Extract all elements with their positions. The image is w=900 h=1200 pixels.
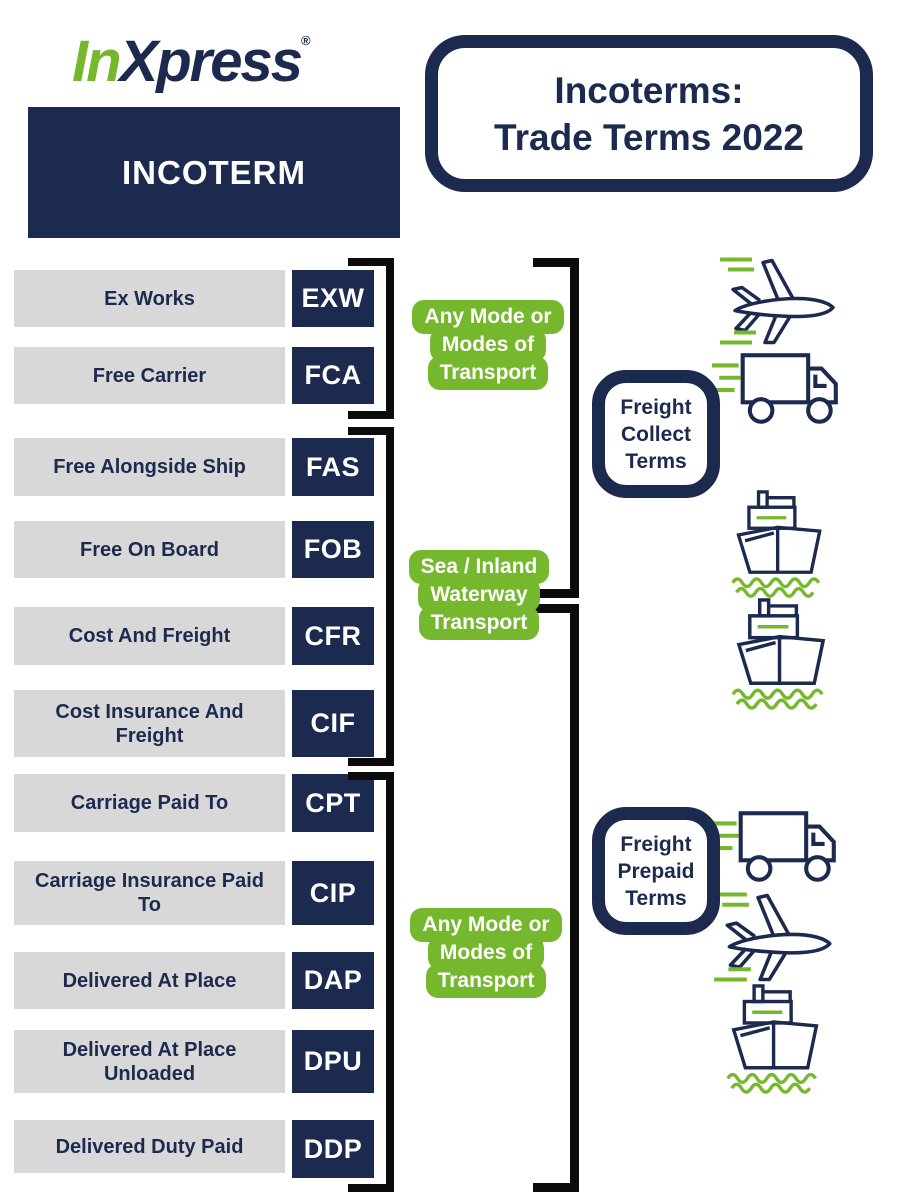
term-name-fob: Free On Board (14, 521, 285, 578)
term-code-ddp: DDP (292, 1120, 374, 1178)
term-code-exw: EXW (292, 270, 374, 327)
mode-label-sea-inland: Sea / Inland Waterway Transport (398, 550, 560, 640)
term-name-cip: Carriage Insurance Paid To (14, 861, 285, 925)
bracket-group-any-mode-1 (348, 258, 394, 419)
term-code-fob: FOB (292, 521, 374, 578)
term-code-fas: FAS (292, 438, 374, 496)
plane-icon (712, 888, 840, 986)
term-name-cif: Cost Insurance And Freight (14, 690, 285, 757)
term-code-cfr: CFR (292, 607, 374, 665)
bracket-freight-prepaid (533, 604, 579, 1192)
term-name-dap: Delivered At Place (14, 952, 285, 1009)
registered-mark-icon: ® (301, 33, 311, 48)
bracket-group-any-mode-2 (348, 772, 394, 1192)
term-name-cpt: Carriage Paid To (14, 774, 285, 832)
title-line-2: Trade Terms 2022 (494, 116, 804, 158)
term-code-fca: FCA (292, 347, 374, 404)
freight-collect-terms-box: Freight Collect Terms (592, 370, 720, 498)
freight-box-line: Collect (620, 422, 691, 446)
freight-box-line: Prepaid (617, 859, 695, 883)
inxpress-logo: InXpress® (72, 28, 311, 95)
term-name-cfr: Cost And Freight (14, 607, 285, 665)
term-name-fas: Free Alongside Ship (14, 438, 285, 496)
title-line-1: Incoterms: (554, 69, 744, 111)
freight-box-line: Terms (625, 886, 687, 910)
plane-icon (718, 253, 843, 349)
bracket-group-sea-inland (348, 427, 394, 766)
term-code-dap: DAP (292, 952, 374, 1009)
term-code-cpt: CPT (292, 774, 374, 832)
mode-label-line: Transport (427, 356, 549, 390)
term-name-ddp: Delivered Duty Paid (14, 1120, 285, 1173)
term-code-dpu: DPU (292, 1030, 374, 1093)
term-name-fca: Free Carrier (14, 347, 285, 404)
logo-text-xpress: Xpress (119, 29, 303, 94)
ship-icon (724, 598, 842, 712)
truck-icon (712, 352, 845, 426)
freight-box-line: Freight (620, 832, 692, 856)
freight-box-line: Freight (620, 395, 692, 419)
freight-box-line: Terms (625, 449, 687, 473)
term-code-cif: CIF (292, 690, 374, 757)
mode-label-line: Transport (425, 964, 547, 998)
bracket-freight-collect (533, 258, 579, 598)
mode-label-line: Transport (418, 606, 540, 640)
logo-text-in: In (72, 29, 122, 94)
mode-label-any-mode-2: Any Mode or Modes of Transport (402, 908, 570, 998)
truck-icon (710, 810, 843, 884)
freight-prepaid-terms-box: Freight Prepaid Terms (592, 807, 720, 935)
incoterm-column-header: INCOTERM (28, 107, 400, 238)
term-name-exw: Ex Works (14, 270, 285, 327)
title-box: Incoterms: Trade Terms 2022 (425, 35, 873, 192)
incoterm-column-title: INCOTERM (122, 153, 306, 191)
ship-icon (724, 490, 838, 600)
term-code-cip: CIP (292, 861, 374, 925)
term-name-dpu: Delivered At Place Unloaded (14, 1030, 285, 1093)
mode-label-any-mode-1: Any Mode or Modes of Transport (404, 300, 572, 390)
ship-icon (720, 984, 834, 1096)
